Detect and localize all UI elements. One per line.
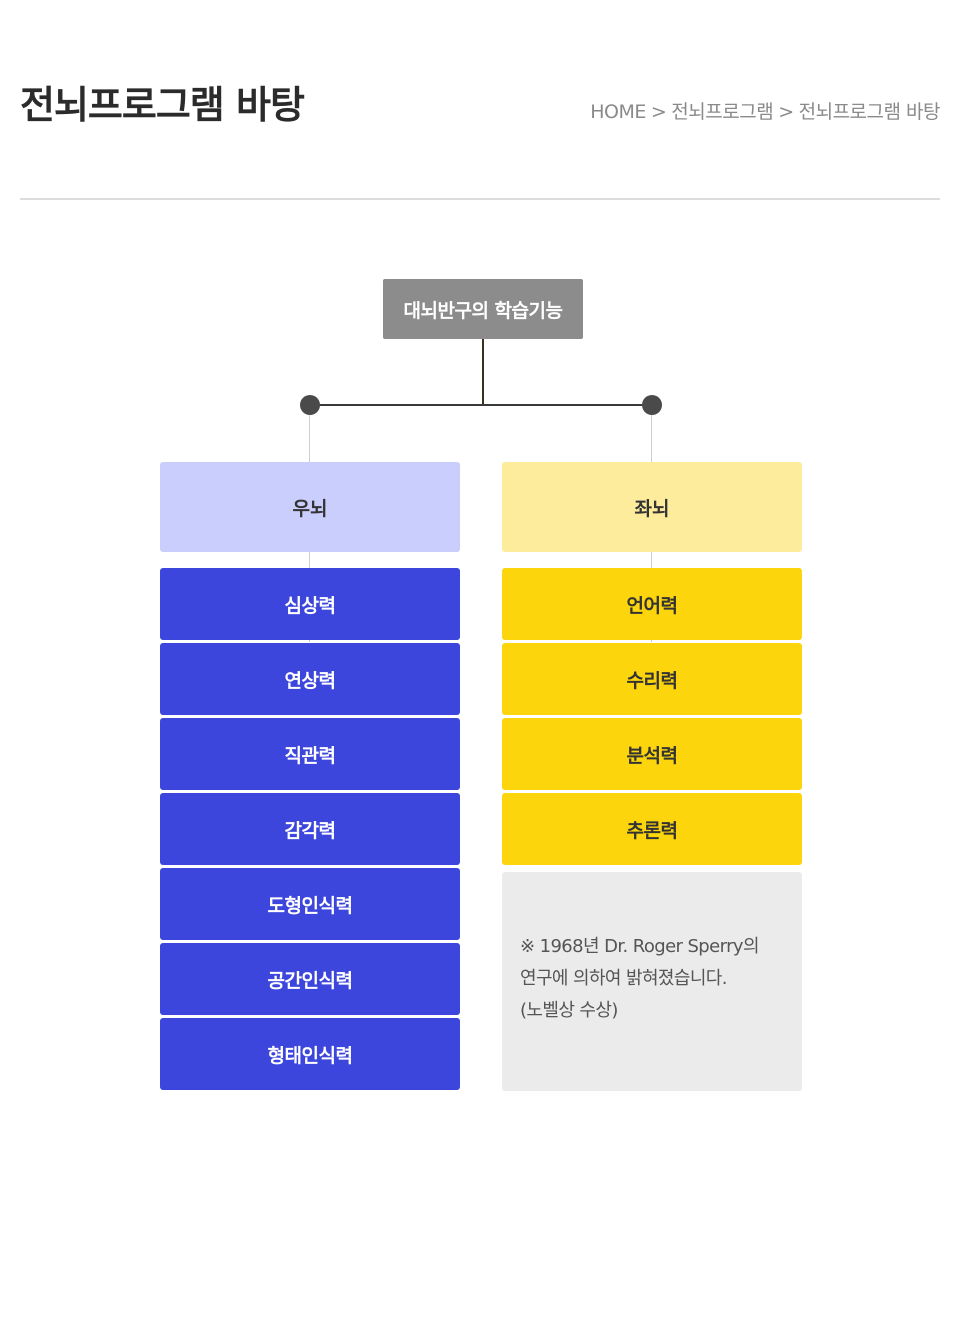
breadcrumb: HOME>전뇌프로그램>전뇌프로그램 바탕 xyxy=(590,97,940,124)
right-brain-item: 연상력 xyxy=(160,643,460,715)
left-brain-item: 수리력 xyxy=(502,643,802,715)
breadcrumb-separator: > xyxy=(650,101,667,123)
breadcrumb-program-link[interactable]: 전뇌프로그램 xyxy=(671,101,774,123)
header-divider xyxy=(20,198,940,200)
left-brain-item: 분석력 xyxy=(502,718,802,790)
left-brain-list: 언어력 수리력 분석력 추론력 xyxy=(502,568,802,868)
right-brain-item: 공간인식력 xyxy=(160,943,460,1015)
right-brain-item: 형태인식력 xyxy=(160,1018,460,1090)
note-box: ※ 1968년 Dr. Roger Sperry의 연구에 의하여 밝혀졌습니다… xyxy=(502,872,802,1091)
breadcrumb-home-link[interactable]: HOME xyxy=(590,101,646,123)
breadcrumb-current: 전뇌프로그램 바탕 xyxy=(798,101,941,123)
root-node: 대뇌반구의 학습기능 xyxy=(383,279,583,339)
right-brain-item: 심상력 xyxy=(160,568,460,640)
left-brain-node-dot xyxy=(642,395,662,415)
branch-connector xyxy=(310,404,652,406)
right-brain-list: 심상력 연상력 직관력 감각력 도형인식력 공간인식력 형태인식력 xyxy=(160,568,460,1093)
page-title: 전뇌프로그램 바탕 xyxy=(20,83,305,127)
left-brain-header: 좌뇌 xyxy=(502,462,802,552)
left-brain-item: 추론력 xyxy=(502,793,802,865)
right-brain-item: 도형인식력 xyxy=(160,868,460,940)
right-brain-item: 감각력 xyxy=(160,793,460,865)
breadcrumb-separator: > xyxy=(778,101,794,123)
root-connector xyxy=(482,339,484,405)
right-brain-item: 직관력 xyxy=(160,718,460,790)
note-text: ※ 1968년 Dr. Roger Sperry의 연구에 의하여 밝혀졌습니다… xyxy=(520,935,760,1021)
left-brain-item: 언어력 xyxy=(502,568,802,640)
right-brain-node-dot xyxy=(300,395,320,415)
right-brain-header: 우뇌 xyxy=(160,462,460,552)
